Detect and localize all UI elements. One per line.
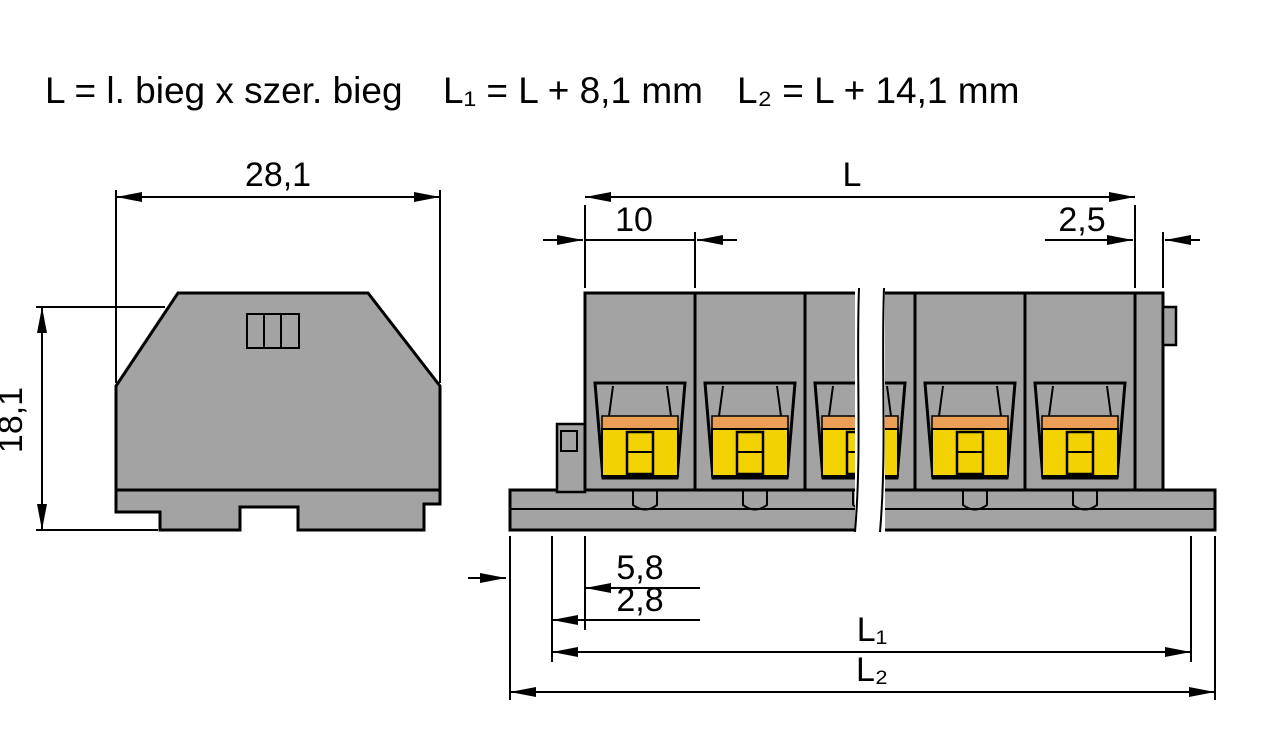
dim-label-offset-5-8: 5,8 [616, 549, 663, 587]
formula: L = l. bieg x szer. bieg L₁ = L + 8,1 mm… [45, 70, 1019, 111]
dim-pitch: 10 [543, 201, 737, 245]
side-view-marker-window [246, 313, 300, 349]
dim-label-l2: L₂ [856, 651, 888, 689]
side-view-housing [114, 291, 442, 492]
formula-part-1: L = l. bieg x szer. bieg [45, 70, 403, 111]
dim-l1: L₁ [552, 611, 1191, 657]
side-view: 28,1 18,1 [0, 156, 442, 532]
dim-end-plate: 2,5 [1045, 201, 1200, 245]
formula-part-3: L₂ = L + 14,1 mm [737, 70, 1019, 111]
dim-label-side-height: 18,1 [0, 387, 30, 453]
left-end-tab [555, 422, 587, 494]
front-view: L 10 2,5 [468, 156, 1217, 700]
dim-label-pitch: 10 [615, 201, 653, 239]
dim-side-width: 28,1 [115, 156, 441, 383]
right-snap-tab [1161, 305, 1178, 347]
dim-label-side-width: 28,1 [245, 156, 311, 194]
dim-offset-2-8: 2,8 [552, 581, 700, 625]
side-view-foot [114, 488, 442, 532]
dim-l2: L₂ [510, 651, 1215, 697]
dim-label-l1: L₁ [857, 611, 887, 649]
formula-part-2: L₁ = L + 8,1 mm [443, 70, 703, 111]
dim-label-offset-2-8: 2,8 [616, 581, 663, 619]
break-gap [854, 281, 885, 537]
dim-label-total-length: L [843, 156, 862, 194]
dim-offset-5-8: 5,8 [585, 549, 700, 593]
dim-side-height: 18,1 [0, 306, 165, 531]
module-separators [693, 293, 1137, 490]
dim-label-end-plate: 2,5 [1058, 201, 1105, 239]
dim-total-length: L [585, 156, 1135, 202]
